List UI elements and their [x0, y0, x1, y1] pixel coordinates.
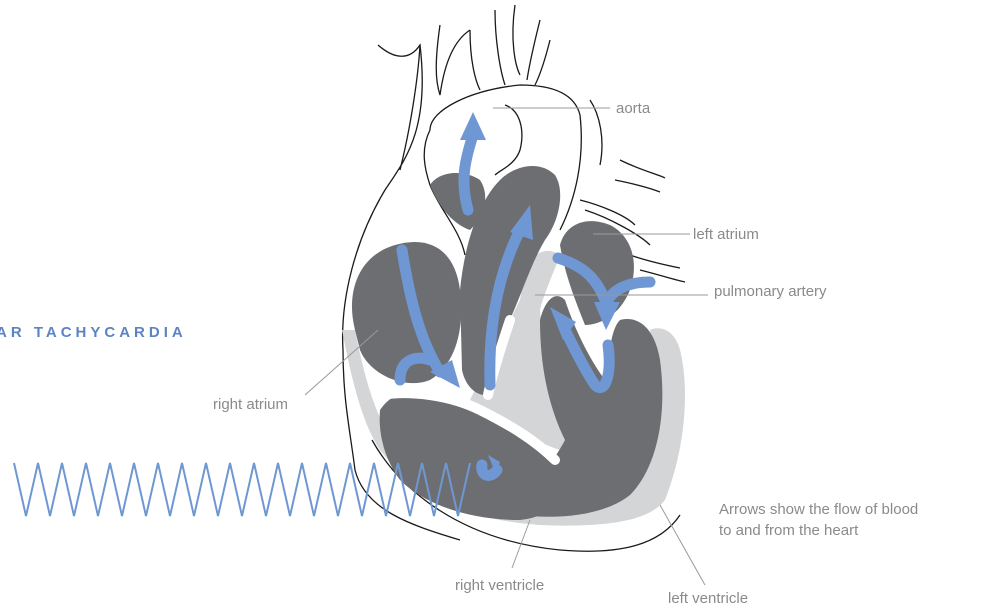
right-ventricle-label: right ventricle: [455, 578, 544, 593]
flow-note: Arrows show the flow of blood to and fro…: [719, 499, 979, 541]
aorta-arrow-head: [460, 112, 486, 140]
right-atrium-label: right atrium: [213, 397, 288, 412]
left-atrium-chamber: [560, 221, 634, 325]
aorta-label: aorta: [616, 101, 650, 116]
great-vessels-outline: [424, 5, 685, 282]
left-atrium-label: left atrium: [693, 227, 759, 242]
left-ventricle-leader: [660, 505, 705, 585]
pulmonary-artery-label: pulmonary artery: [714, 284, 827, 299]
left-ventricle-label: left ventricle: [668, 591, 748, 606]
flow-note-line-1: Arrows show the flow of blood: [719, 499, 979, 520]
flow-note-line-2: to and from the heart: [719, 520, 979, 541]
page-title: AR TACHYCARDIA: [0, 325, 187, 340]
aortic-arch-chamber: [430, 173, 485, 230]
right-ventricle-leader: [512, 520, 530, 568]
